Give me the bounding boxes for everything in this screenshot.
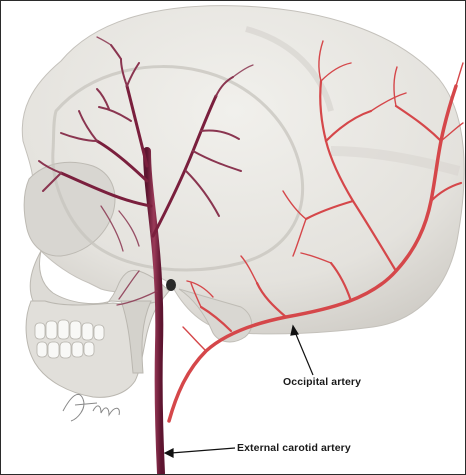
ear-canal: [166, 279, 176, 291]
occipital-artery-label: Occipital artery: [283, 376, 361, 388]
occipital-leader: [295, 332, 313, 375]
carotid-leader: [171, 448, 235, 453]
external-carotid-artery-label: External carotid artery: [237, 442, 351, 454]
carotid-arrowhead: [165, 449, 173, 457]
leader-lines: [165, 326, 313, 457]
signature-scribble: [63, 394, 119, 421]
